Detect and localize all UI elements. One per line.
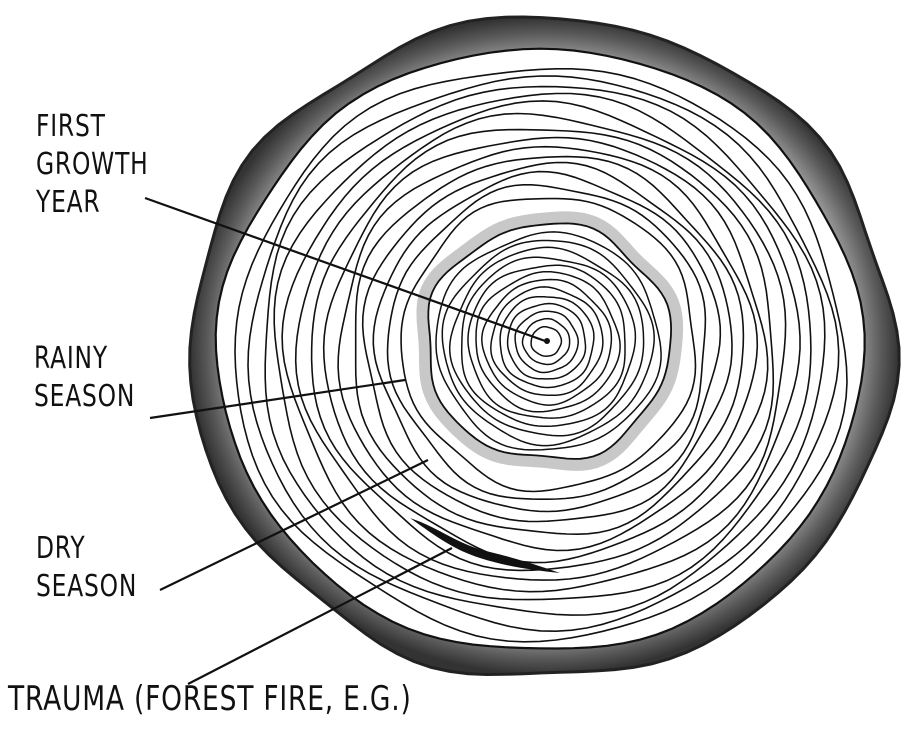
label-dry-line-1: DRY bbox=[36, 530, 137, 568]
label-first-growth-line-2: GROWTH bbox=[36, 146, 149, 184]
label-dry-season: DRY SEASON bbox=[36, 530, 137, 606]
label-dry-line-2: SEASON bbox=[36, 568, 137, 606]
label-rainy-line-1: RAINY bbox=[34, 340, 135, 378]
label-first-growth-line-3: YEAR bbox=[36, 184, 149, 222]
label-first-growth-line-1: FIRST bbox=[36, 108, 149, 146]
label-first-growth-year: FIRST GROWTH YEAR bbox=[36, 108, 149, 222]
label-trauma-text: TRAUMA (FOREST FIRE, E.G.) bbox=[8, 680, 412, 718]
label-trauma: TRAUMA (FOREST FIRE, E.G.) bbox=[8, 680, 412, 718]
label-rainy-season: RAINY SEASON bbox=[34, 340, 135, 416]
label-rainy-line-2: SEASON bbox=[34, 378, 135, 416]
